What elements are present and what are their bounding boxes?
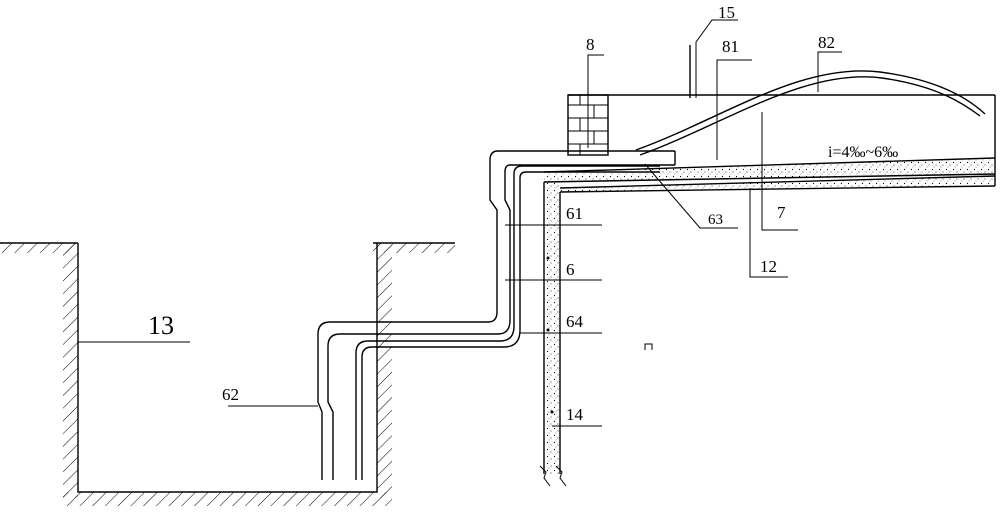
label-82: 82 [818, 33, 835, 52]
leader-lines [78, 19, 842, 427]
label-7: 7 [777, 203, 786, 222]
label-14: 14 [566, 405, 584, 424]
label-62: 62 [222, 385, 239, 404]
label-61: 61 [566, 204, 583, 223]
label-81: 81 [722, 37, 739, 56]
label-64: 64 [566, 312, 584, 331]
inner-pipe [355, 165, 660, 480]
label-63: 63 [708, 212, 723, 228]
mark-point [546, 256, 550, 260]
slab-layer [543, 157, 996, 193]
label-6: 6 [566, 260, 575, 279]
retaining-wall [539, 182, 567, 487]
label-15: 15 [718, 3, 735, 22]
label-8: 8 [586, 35, 595, 54]
mark-point [546, 328, 550, 332]
cover-box [568, 94, 996, 158]
drain-pipe [317, 150, 676, 480]
label-12: 12 [760, 257, 777, 276]
label-13: 13 [148, 311, 174, 340]
curved-membrane [635, 70, 986, 156]
slope-label: i=4‰~6‰ [828, 144, 898, 161]
trench-pit [63, 243, 392, 506]
small-mark [644, 343, 653, 350]
mark-point [550, 410, 554, 414]
